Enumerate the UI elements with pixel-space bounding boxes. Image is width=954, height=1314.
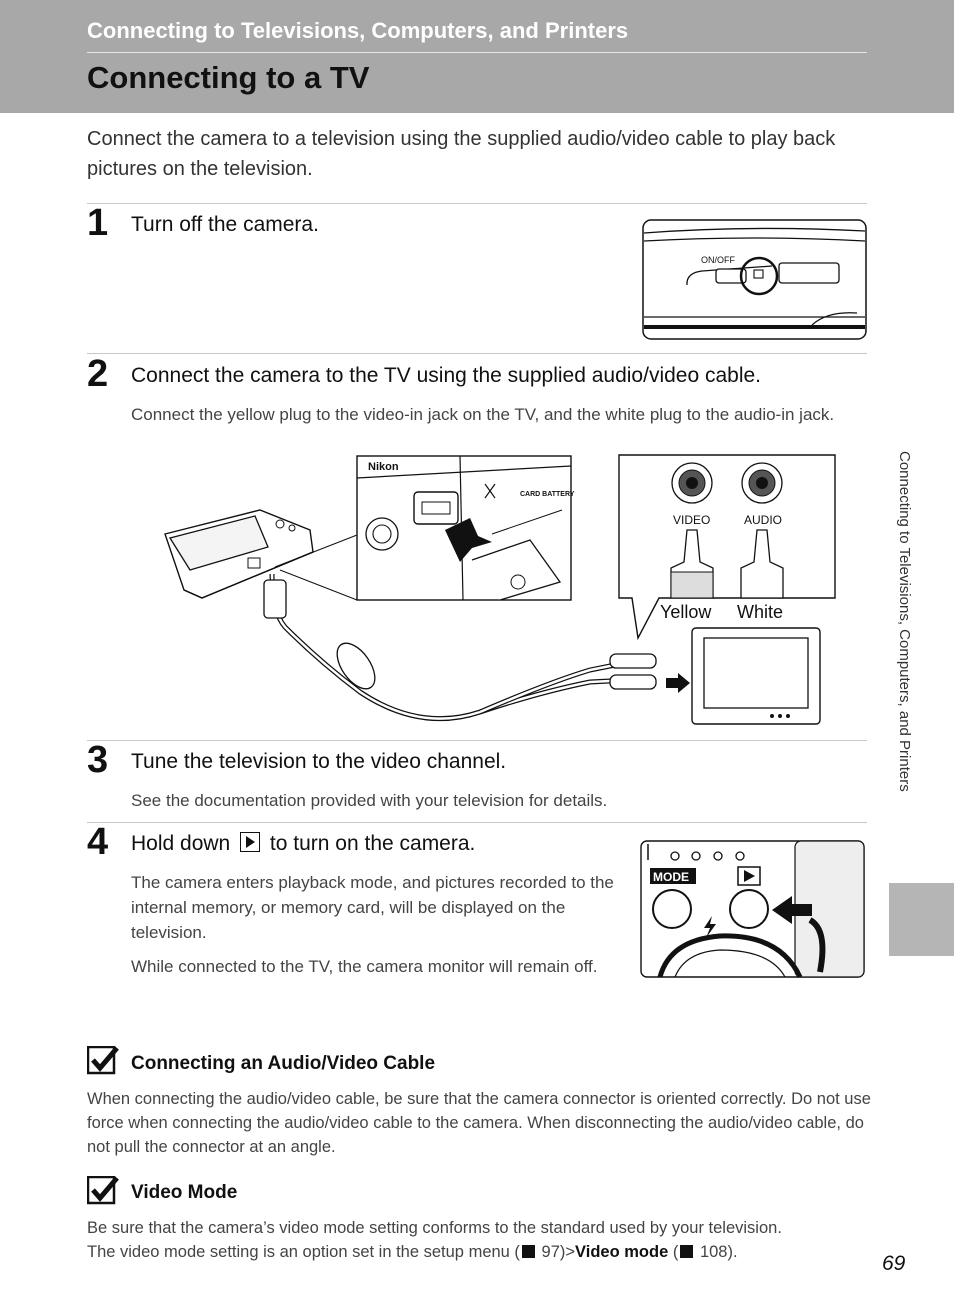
press-arrow <box>772 896 812 924</box>
brand-text: Nikon <box>368 461 399 473</box>
note-2-body: Be sure that the camera’s video mode set… <box>87 1216 872 1264</box>
header-divider <box>87 52 867 53</box>
step-4-body: The camera enters playback mode, and pic… <box>131 873 614 942</box>
mode-badge <box>650 868 696 884</box>
video-mode-option: Video mode <box>575 1243 669 1261</box>
card-battery-text: CARD BATTERY <box>520 491 575 498</box>
note-2-line-1: Be sure that the camera’s video mode set… <box>87 1219 782 1237</box>
section-divider <box>87 740 867 741</box>
video-label: VIDEO <box>673 513 710 527</box>
step-4-title-after: to turn on the camera. <box>269 832 476 855</box>
page-title: Connecting to a TV <box>87 60 370 95</box>
mode-button <box>652 889 692 929</box>
white-label: White <box>737 602 783 622</box>
mode-label: MODE <box>653 870 689 884</box>
page-ref-icon <box>680 1245 694 1258</box>
audio-label: AUDIO <box>744 513 782 527</box>
step-4-title: Hold down to turn on the camera. <box>131 832 475 856</box>
page-ref-97[interactable]: 97 <box>541 1243 560 1261</box>
step-1-number: 1 <box>87 202 109 244</box>
page-ref-108[interactable]: 108 <box>699 1243 728 1261</box>
note-2-mid: )> <box>559 1243 576 1261</box>
onoff-label: ON/OFF <box>701 255 735 265</box>
step-2-title: Connect the camera to the TV using the s… <box>131 364 762 387</box>
chapter-title: Connecting to Televisions, Computers, an… <box>87 18 629 43</box>
step-4-body-2: While connected to the TV, the camera mo… <box>131 957 598 976</box>
playback-icon <box>240 832 261 852</box>
step-4-title-before: Hold down <box>131 832 231 855</box>
chapter-header: Connecting to Televisions, Computers, an… <box>0 0 954 113</box>
intro-paragraph: Connect the camera to a television using… <box>87 128 836 180</box>
note-2-suffix: ). <box>727 1243 738 1261</box>
side-chapter-label: Connecting to Televisions, Computers, an… <box>896 451 913 792</box>
note-2-mid2: ( <box>668 1243 679 1261</box>
page-number: 69 <box>882 1252 906 1275</box>
page-ref-icon <box>521 1245 535 1258</box>
camera-top-illustration: ON/OFF <box>642 219 867 340</box>
tv-connection-illustration: Nikon CARD BATTERY VIDEO AUDIO Yellow Wh… <box>164 454 836 725</box>
insert-arrow <box>445 518 492 562</box>
caution-check-icon <box>87 1176 119 1205</box>
caution-check-icon <box>87 1046 119 1075</box>
note-2-prefix: The video mode setting is an option set … <box>87 1243 520 1261</box>
section-divider <box>87 353 867 354</box>
note-2-title: Video Mode <box>131 1182 238 1203</box>
camera-illustration <box>164 509 314 599</box>
av-jacks-callout: VIDEO AUDIO Yellow White <box>618 454 836 641</box>
playback-button <box>729 889 769 929</box>
step-1-title: Turn off the camera. <box>131 213 319 236</box>
yellow-label: Yellow <box>660 602 712 622</box>
step-2-number: 2 <box>87 353 109 395</box>
step-3-body: See the documentation provided with your… <box>131 791 608 810</box>
step-2-body: Connect the yellow plug to the video-in … <box>131 405 835 424</box>
chapter-thumb-tab[interactable] <box>889 883 954 956</box>
step-3-title: Tune the television to the video channel… <box>131 750 507 773</box>
note-1-title: Connecting an Audio/Video Cable <box>131 1053 436 1074</box>
step-4-number: 4 <box>87 821 109 863</box>
playback-button-illustration: MODE <box>640 840 865 978</box>
section-divider <box>87 822 867 823</box>
note-1-body: When connecting the audio/video cable, b… <box>87 1090 871 1156</box>
highlight-circle <box>739 256 779 296</box>
note-2-line-2: The video mode setting is an option set … <box>87 1240 872 1264</box>
tv-illustration <box>691 627 821 725</box>
connector-closeup: Nikon CARD BATTERY <box>356 455 575 601</box>
power-switch <box>715 268 747 284</box>
step-3-number: 3 <box>87 739 109 781</box>
tv-arrow <box>666 673 690 693</box>
section-divider <box>87 203 867 204</box>
